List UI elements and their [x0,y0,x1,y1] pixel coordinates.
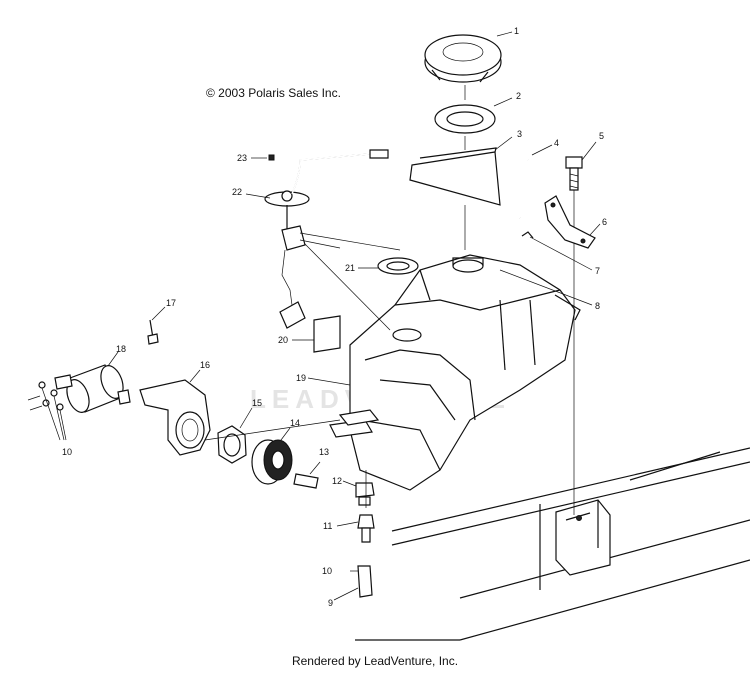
frame-rails [355,447,750,641]
footer-credit: Rendered by LeadVenture, Inc. [291,654,459,668]
part-19-leader [307,377,351,386]
part-13-fitting [293,461,321,489]
callout-10: 10 [62,447,72,457]
callout-16: 16 [200,360,210,370]
part-22-sender [245,149,401,331]
callout-8: 8 [595,301,600,311]
callout-2: 2 [516,91,521,101]
part-18-fuel-filter [54,351,131,413]
part-17-screw [147,306,166,345]
callout-labels: 1 2 3 4 5 6 7 8 9 10 10 11 12 13 14 15 1… [62,26,607,608]
part-16-bracket [139,369,211,456]
callout-20: 20 [278,335,288,345]
part-7-clip [521,231,593,271]
part-20-decal [292,315,341,353]
callout-11: 11 [323,521,332,531]
callout-3: 3 [517,129,522,139]
fuel-tank [329,254,581,491]
part-10-lower-hose [357,565,373,598]
callout-22: 22 [232,187,242,197]
callout-21: 21 [345,263,355,273]
callout-4: 4 [554,138,559,148]
callout-18: 18 [116,344,126,354]
callout-13: 13 [319,447,329,457]
part-8-leader [499,269,593,306]
part-10-clamps [27,381,358,572]
part-9-leader [333,587,359,601]
part-11-valve [336,470,375,543]
callout-23: 23 [237,153,247,163]
callout-17: 17 [166,298,176,308]
callout-5: 5 [599,131,604,141]
assembly-lines [204,85,466,441]
part-23-screw [251,154,275,161]
part-3-pad [409,136,513,206]
callout-19: 19 [296,373,306,383]
callout-7: 7 [595,266,600,276]
part-14-grommet [251,427,293,485]
part-15-nut [217,407,253,464]
copyright-text: © 2003 Polaris Sales Inc. [206,86,341,100]
part-12-drain-plug [342,480,375,506]
part-5-bolt [565,141,597,515]
part-21-gasket [358,257,419,275]
part-1-fuel-cap [424,31,513,83]
part-6-bracket [544,195,601,249]
callout-1: 1 [514,26,519,36]
callout-10-lower: 10 [322,566,332,576]
callout-12: 12 [332,476,342,486]
part-4-vent-hose [510,144,553,219]
callout-9: 9 [328,598,333,608]
callout-6: 6 [602,217,607,227]
part-2-gasket [434,97,513,134]
callout-14: 14 [290,418,300,428]
callout-15: 15 [252,398,262,408]
